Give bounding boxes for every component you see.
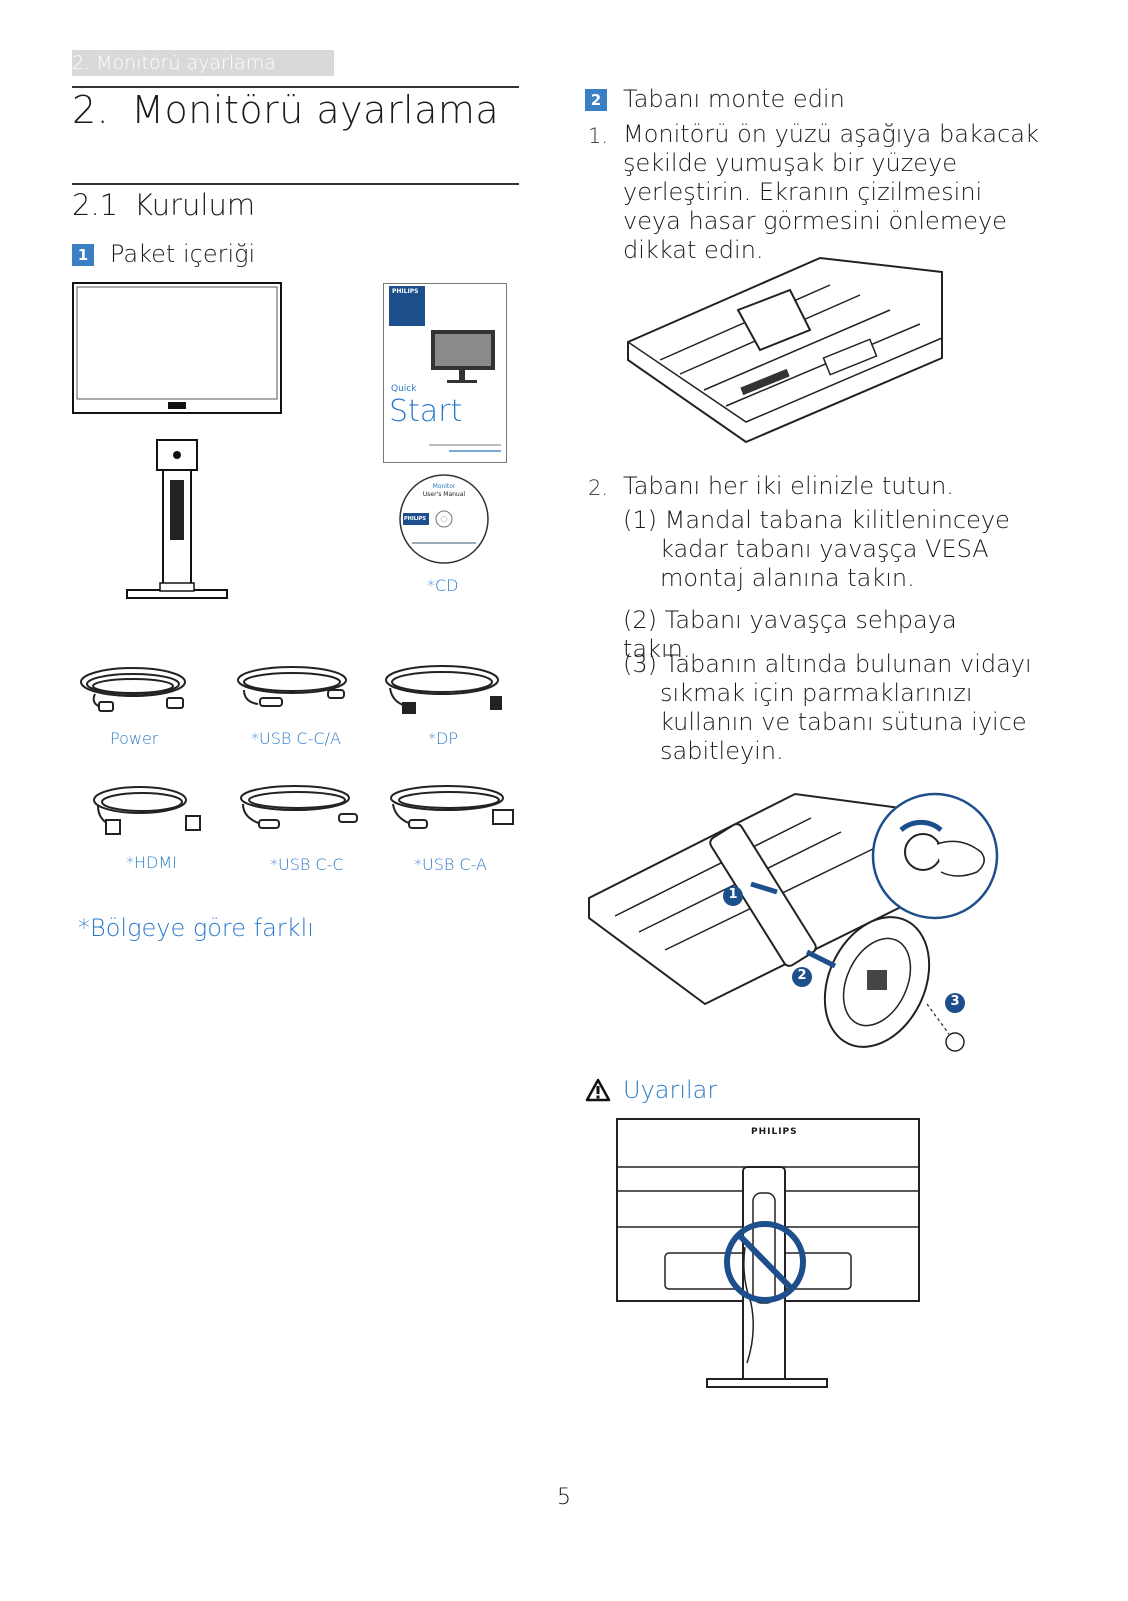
base-install-heading: 2 Tabanı monte edin [585,85,845,113]
region-note: *Bölgeye göre farklı [78,914,314,942]
callout-3: 3 [950,994,960,1009]
chapter-rule [72,86,519,88]
package-heading: 1 Paket içeriği [72,240,255,268]
booklet-footer-line [429,444,501,446]
warning-illustration [616,1118,920,1388]
cd-label: *CD [427,576,459,595]
power-cable-icon [80,667,186,712]
booklet-quick-word: Quick [391,384,417,394]
cd-brand: PHILIPS [404,516,427,522]
booklet-brand: PHILIPS [392,288,419,295]
warning-icon [585,1078,611,1102]
base-install-title: Tabanı monte edin [623,85,845,113]
section-heading: 2.1 Kurulum [72,188,255,222]
dp-cable-icon [385,665,502,714]
step-badge-1: 1 [72,244,94,266]
base-attach-illustration [588,792,999,1052]
step-2-number: 2. [588,476,609,500]
chapter-title: Monitörü ayarlama [131,88,500,132]
substep-3-text: (3) Tabanın altında bulunan vidayı sıkma… [623,650,1032,765]
substep-2-text: (2) Tabanı yavaşça sehpaya takın. [623,606,957,663]
hdmi-cable-icon [93,786,201,835]
cd-illustration [399,474,489,564]
monitor-face-down-illustration [627,256,943,444]
cable-label-usb-c-a: *USB C-A [414,855,487,874]
quick-start-booklet: PHILIPS Quick Start [383,283,507,463]
step-1-number: 1. [588,124,609,148]
section-rule [72,183,519,185]
step-1-text: Monitörü ön yüzü aşağıya bakacak şekilde… [623,120,1039,264]
section-number: 2.1 [72,188,119,222]
cable-label-hdmi: *HDMI [126,853,177,872]
warning-title: Uyarılar [623,1076,718,1104]
warning-brand-text: PHILIPS [751,1127,798,1137]
cd-line2: User's Manual [422,491,466,498]
chapter-heading: 2. Monitörü ayarlama [72,88,499,132]
booklet-footer-line-2 [449,450,501,452]
callout-2: 2 [797,968,807,983]
booklet-brand-block: PHILIPS [389,286,425,326]
monitor-illustration [72,282,282,414]
cable-label-dp: *DP [428,729,458,748]
step-2-text: Tabanı her iki elinizle tutun. [623,472,954,500]
section-title: Kurulum [134,188,256,222]
step-badge-2: 2 [585,89,607,111]
running-head: 2. Monitörü ayarlama [72,50,334,76]
callout-1: 1 [728,887,738,902]
cd-line1: Monitor [432,483,456,490]
cable-label-usb-c-c: *USB C-C [270,855,344,874]
substep-1-text: (1) Mandal tabana kilitleninceye kadar t… [623,506,1010,592]
package-title: Paket içeriği [110,240,256,268]
booklet-start-word: Start [389,394,463,429]
usb-c-c-a-cable-icon [237,666,347,707]
usb-c-c-cable-icon [240,785,358,829]
cable-label-usb-c-c-a: *USB C-C/A [251,729,341,748]
page-number: 5 [557,1485,571,1510]
chapter-number: 2. [72,88,110,132]
cable-label-power: Power [110,729,159,748]
booklet-monitor-image [431,330,495,383]
stand-illustration [126,439,228,599]
usb-c-a-cable-icon [390,785,514,829]
